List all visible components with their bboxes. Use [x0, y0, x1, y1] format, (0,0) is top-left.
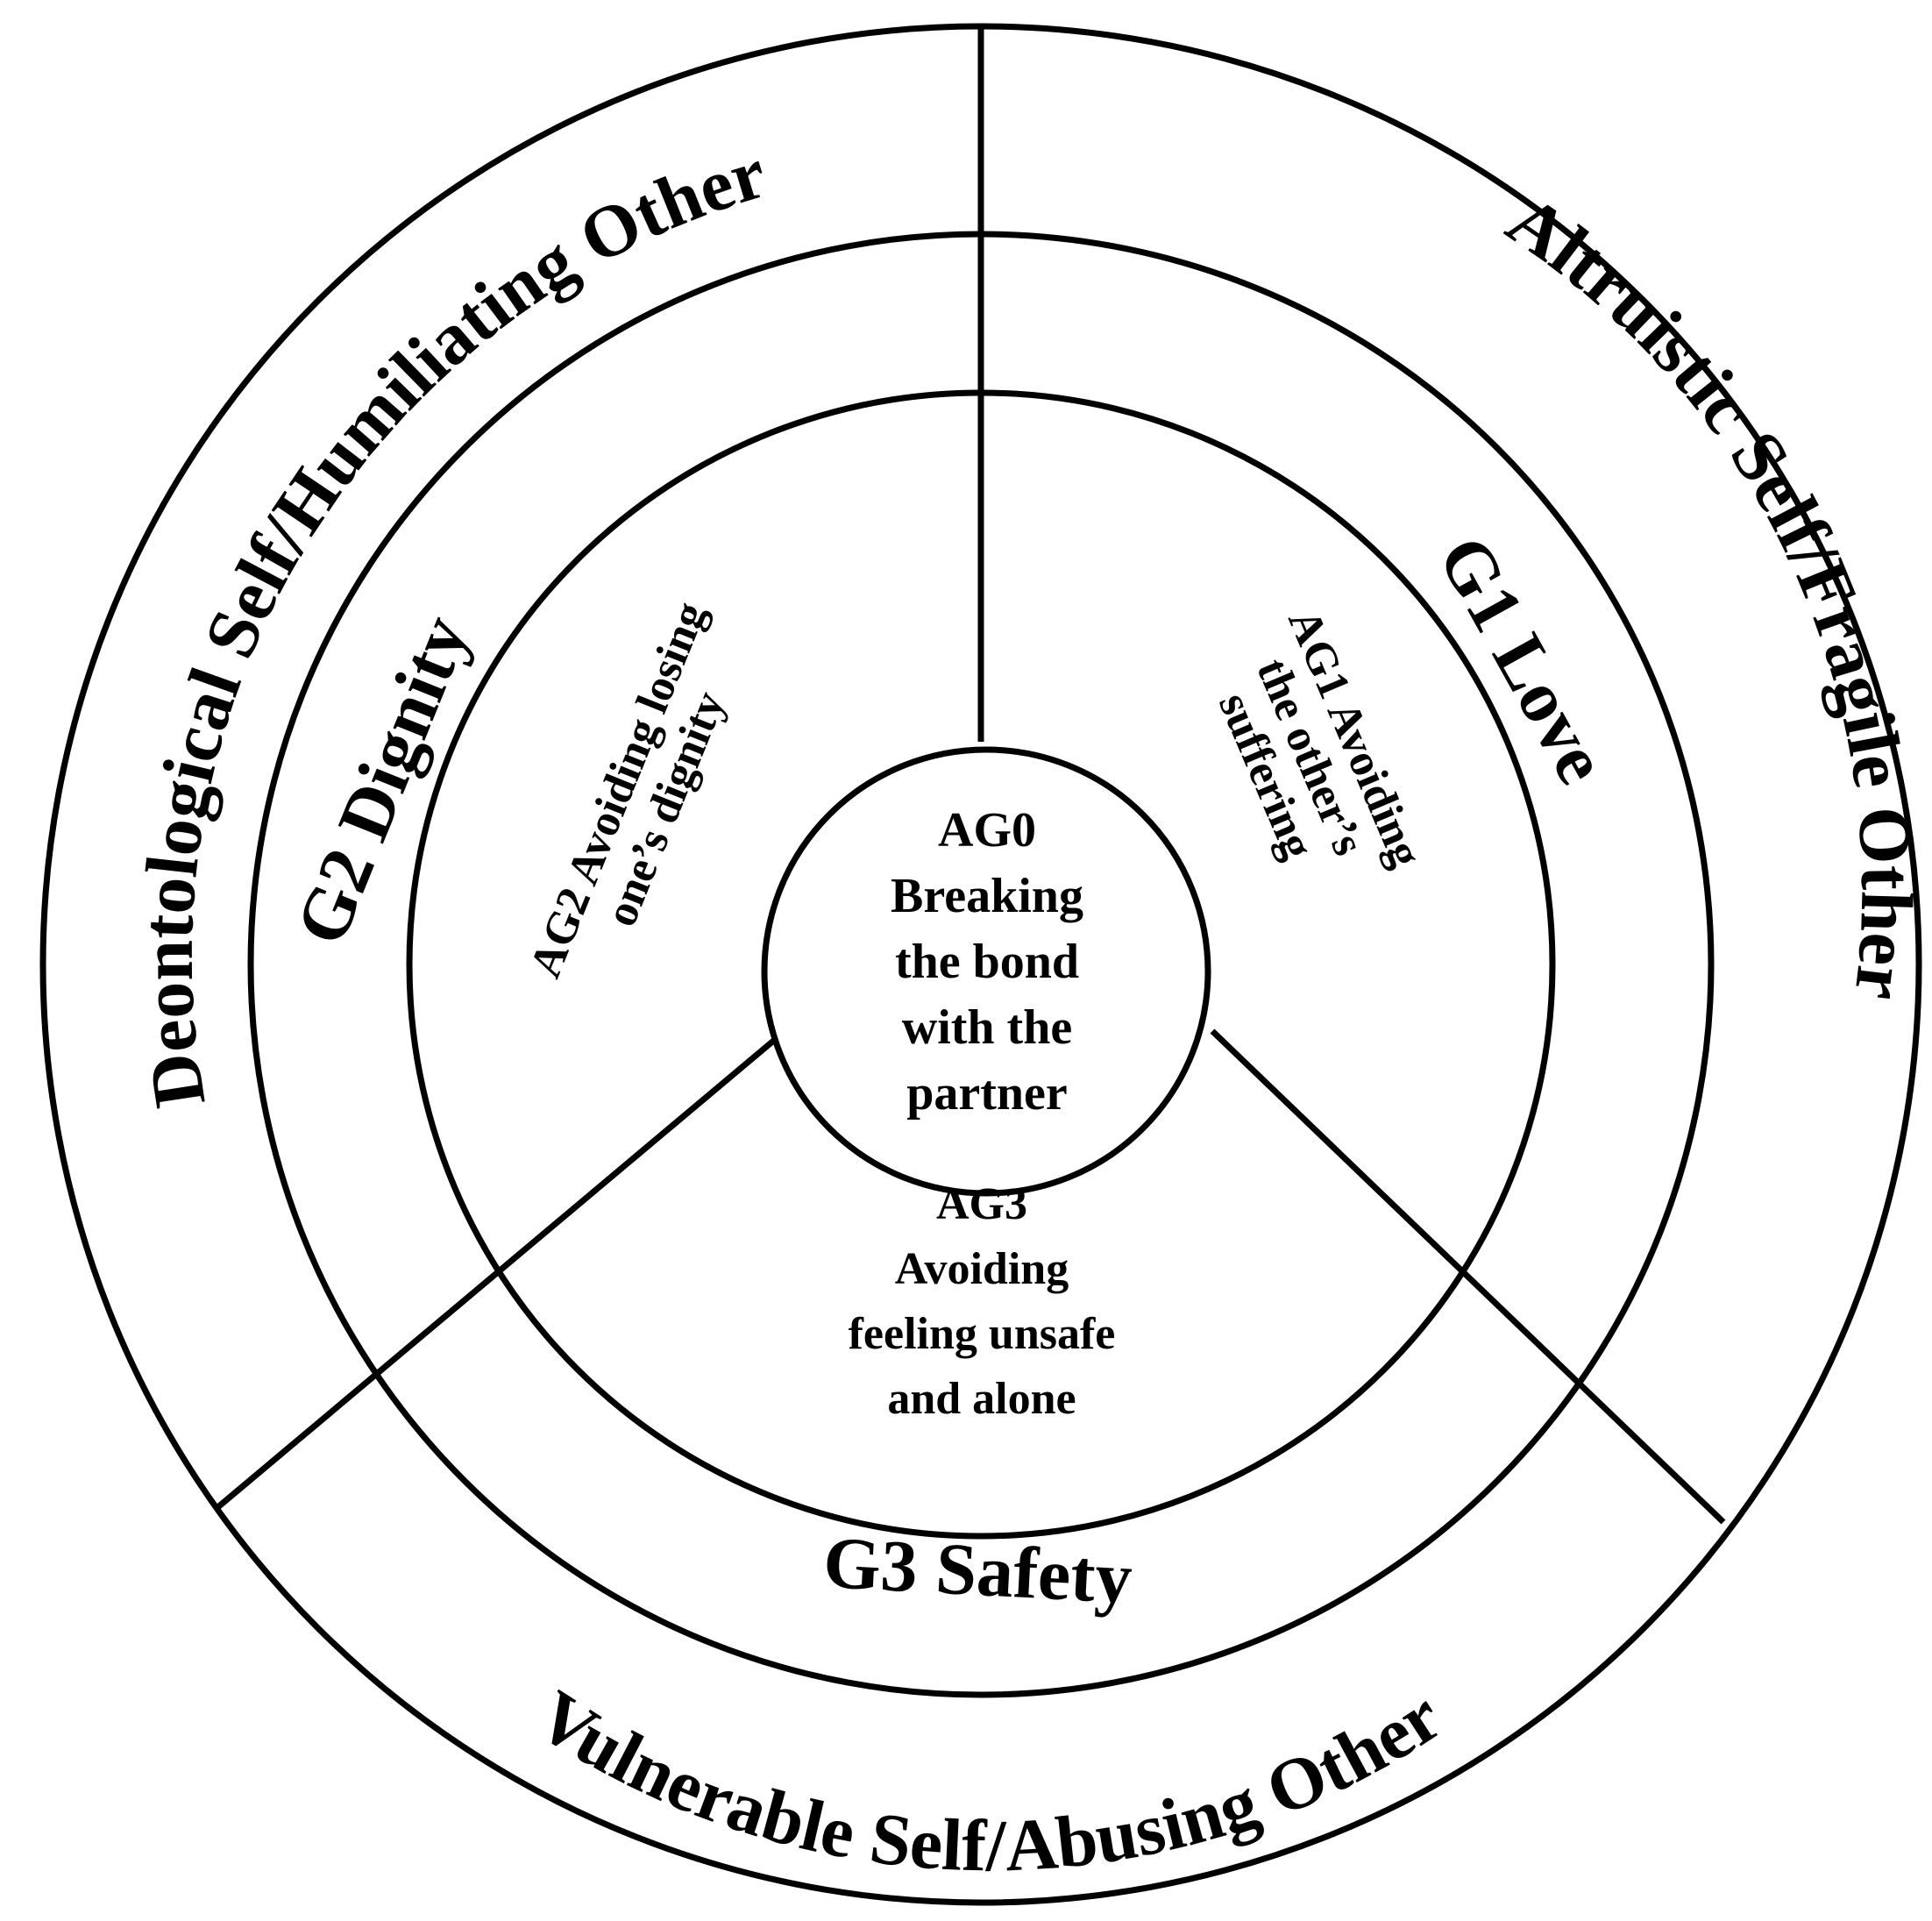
ag3-line-1: AG3 [936, 1179, 1027, 1229]
center-label-ag0: AG0 Breaking the bond with the partner [891, 803, 1083, 1121]
ag3-line-3: feeling unsafe [849, 1309, 1116, 1359]
ag3-line-4: and alone [887, 1374, 1076, 1424]
ag0-line-2: Breaking [891, 869, 1083, 923]
ag0-line-1: AG0 [938, 803, 1036, 857]
antigoal-label-ag2: AG2 Avoiding losing one’s dignity [521, 595, 735, 985]
divider-lower-right [1210, 1028, 1726, 1525]
center-circle [761, 746, 1211, 1197]
ag3-line-2: Avoiding [895, 1244, 1069, 1294]
ag0-line-3: the bond [895, 935, 1079, 989]
goal-label-g3: G3 Safety [821, 1522, 1134, 1619]
antigoal-label-ag3: AG3 Avoiding feeling unsafe and alone [849, 1179, 1116, 1424]
outer-label-vulnerable: Vulnerable Self/Abusing Other [523, 1675, 1456, 1887]
ag0-line-4: with the [902, 1000, 1072, 1055]
goal-label-g2: G2 Dignity [281, 604, 486, 955]
ag0-line-5: partner [906, 1066, 1068, 1121]
antigoal-label-ag1: AG1 Avoiding the other’s suffering [1209, 602, 1431, 874]
outer-label-altruistic: Altruistic Self/Fragile Other [1493, 180, 1927, 1004]
divider-lower-left [212, 1035, 779, 1512]
